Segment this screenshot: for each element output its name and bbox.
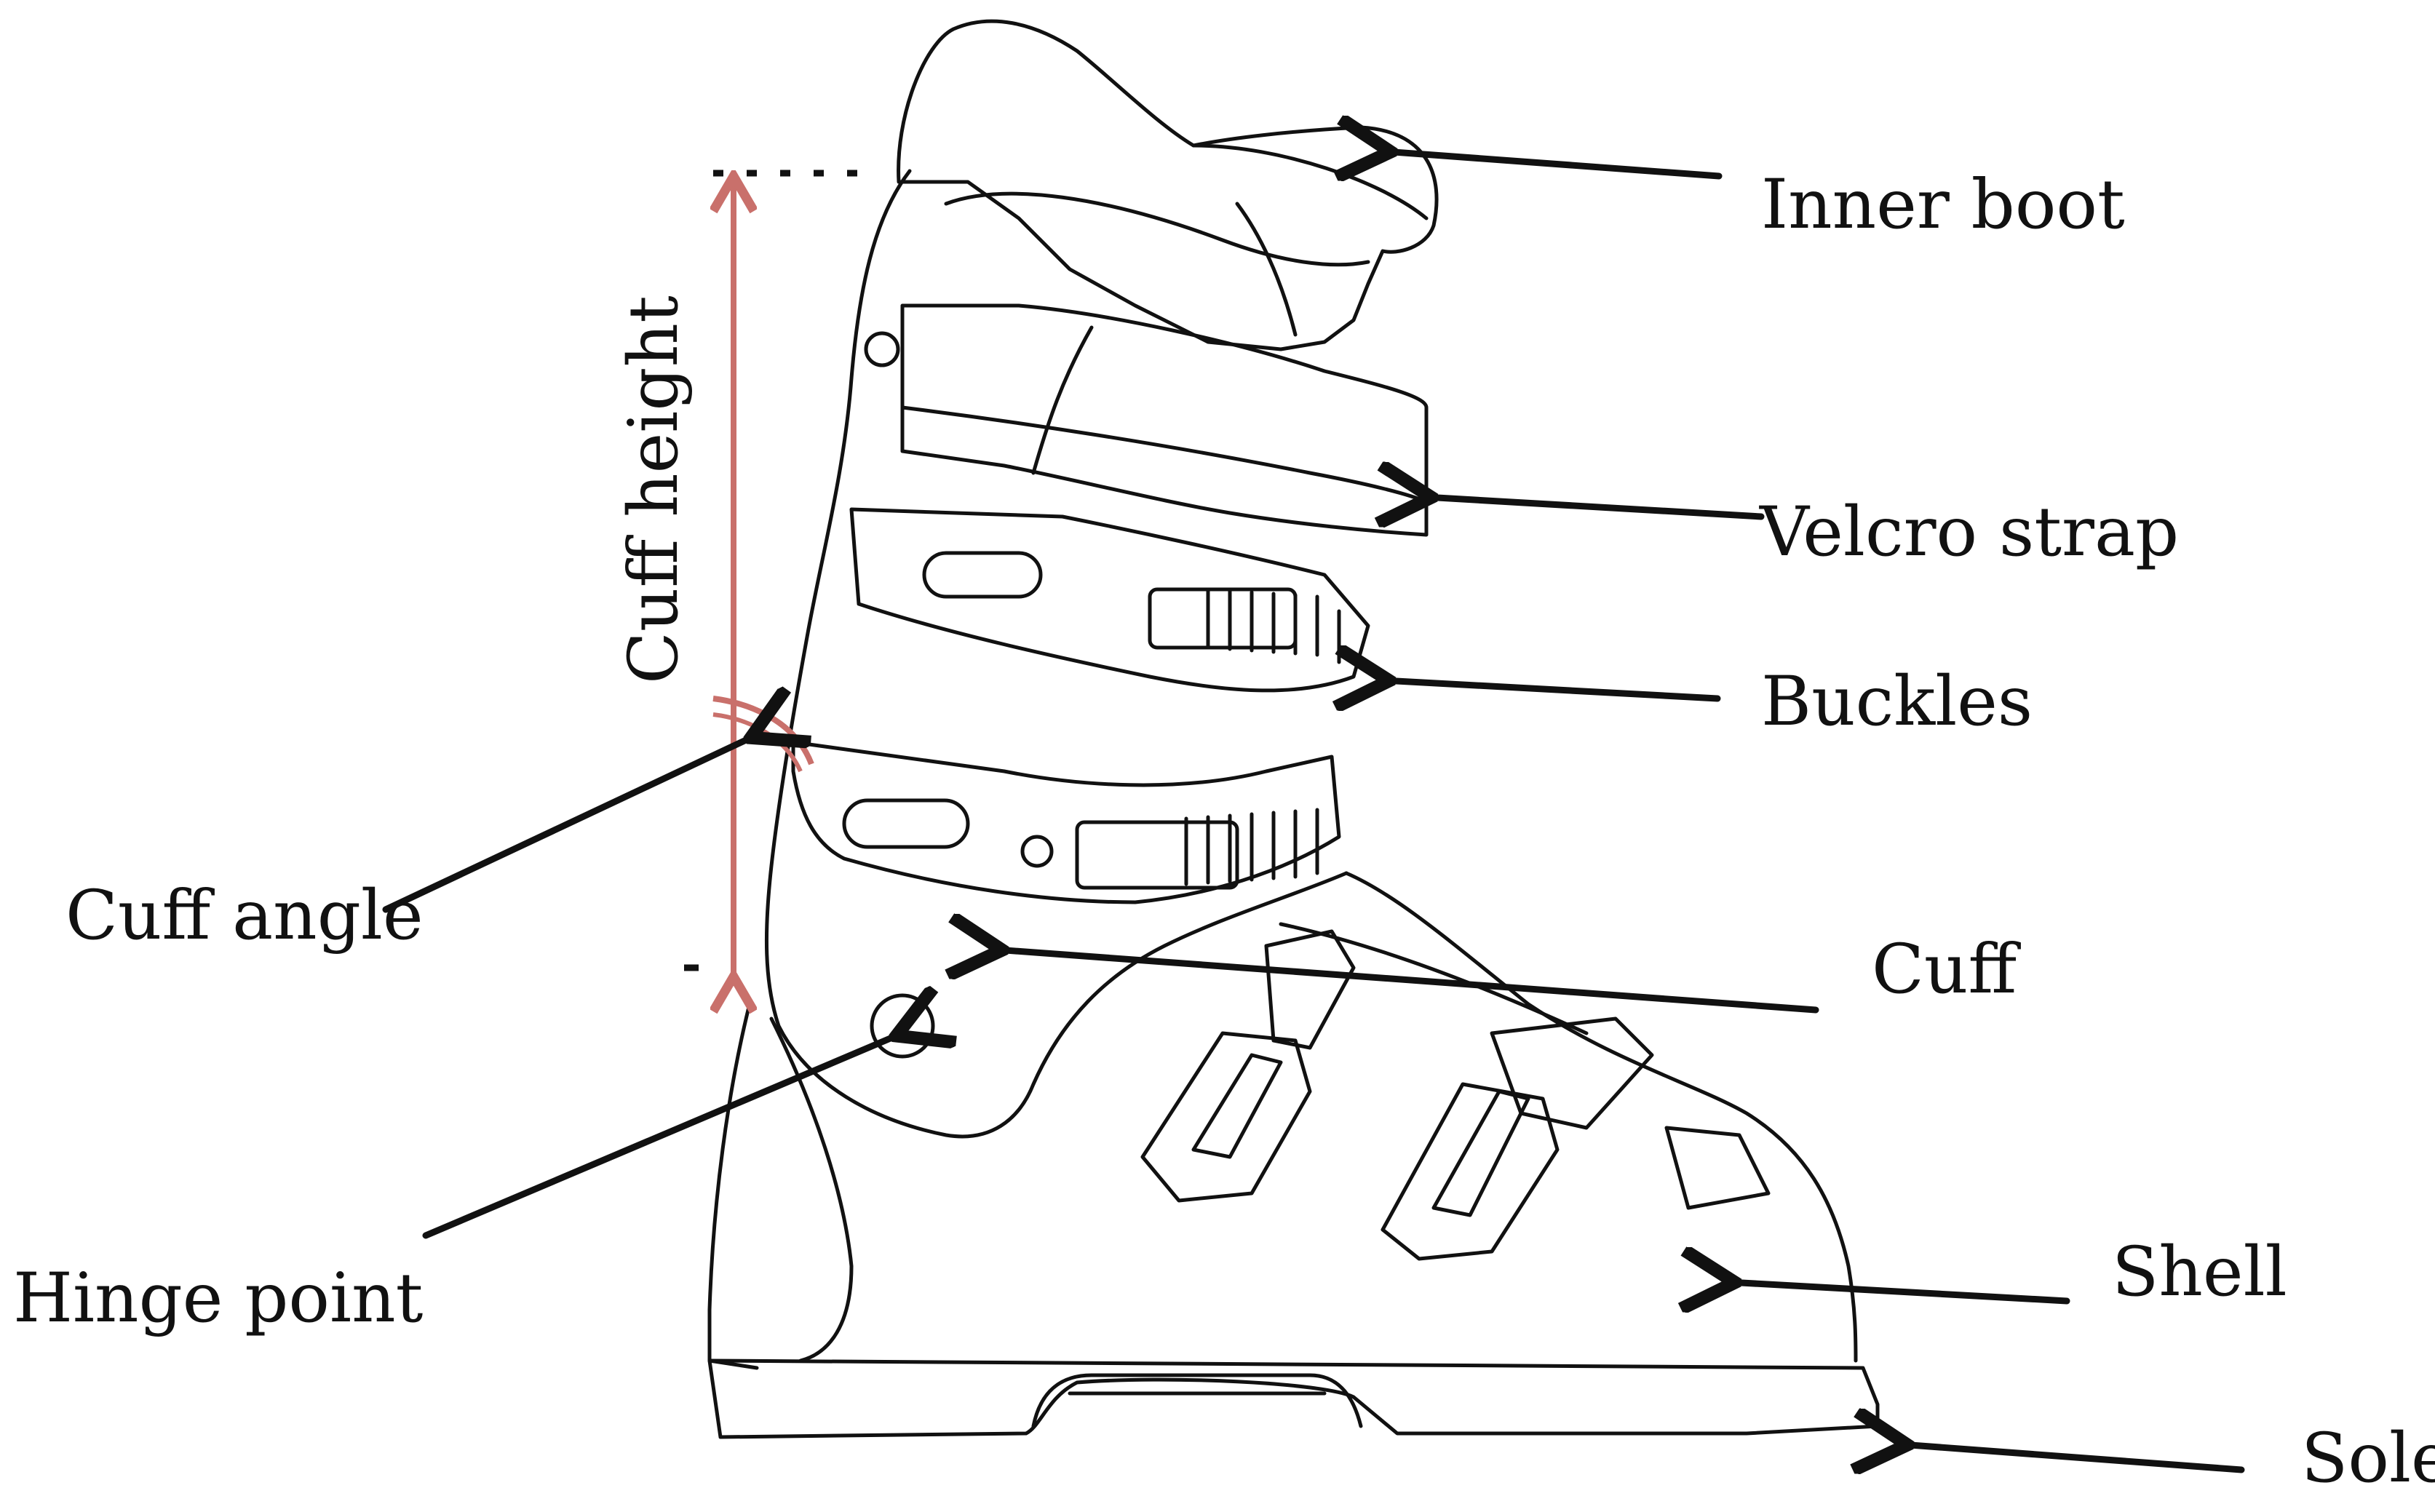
shell-buckle-1-latch xyxy=(1264,929,1356,1050)
shell-buckle-2-slot xyxy=(1431,1089,1530,1217)
inner-boot-tongue xyxy=(1191,143,1429,220)
label-velcro-strap: Velcro strap xyxy=(1760,493,2180,572)
velcro-strap-inner xyxy=(900,405,1429,504)
upper-buckle-teeth xyxy=(1206,587,1341,664)
lower-buckle-pivot xyxy=(1020,835,1054,868)
lower-buckle-teeth xyxy=(1184,808,1319,886)
arrow-cuff xyxy=(996,950,1819,1014)
lower-buckle-slot xyxy=(842,798,970,849)
label-shell: Shell xyxy=(2112,1233,2287,1312)
cuff-height-measure xyxy=(684,170,873,982)
arrow-sole xyxy=(1901,1444,2245,1470)
label-hinge-point: Hinge point xyxy=(13,1259,424,1338)
inner-boot-seam xyxy=(1235,202,1298,337)
label-cuff-height: Cuff height xyxy=(614,295,694,684)
shell-buckle-2-latch xyxy=(1490,1016,1654,1130)
velcro-strap-crease xyxy=(1031,325,1094,475)
arrow-shell xyxy=(1728,1282,2070,1301)
toe-vent xyxy=(1664,1126,1771,1210)
hinge-rivet xyxy=(870,993,935,1059)
shell-side-curve xyxy=(769,1016,854,1363)
cuff-outline xyxy=(764,169,1348,1139)
label-buckles: Buckles xyxy=(1761,662,2033,741)
label-inner-boot: Inner boot xyxy=(1761,165,2125,244)
arrow-velcro-strap xyxy=(1425,497,1765,517)
arrow-buckles xyxy=(1383,680,1721,699)
strap-rivet xyxy=(864,331,900,367)
shell-buckle-2 xyxy=(1381,1082,1560,1261)
upper-buckle-slot xyxy=(922,551,1043,599)
lower-buckle-base xyxy=(791,740,1341,904)
upper-buckle-base xyxy=(849,507,1370,693)
sole-outline xyxy=(707,1358,1880,1439)
arrow-inner-boot xyxy=(1384,151,1723,176)
arrow-hinge-point xyxy=(422,1033,902,1239)
velcro-strap-outline xyxy=(900,303,1429,537)
lower-buckle-latch xyxy=(1075,820,1239,890)
label-cuff-angle: Cuff angle xyxy=(65,876,424,955)
shell-buckle-1-slot xyxy=(1191,1053,1283,1159)
shell-outline xyxy=(707,871,1858,1370)
inner-boot-fold xyxy=(944,191,1370,267)
sole-heel-block xyxy=(1031,1373,1363,1428)
label-sole: Sole xyxy=(2301,1419,2435,1498)
shell-buckle-1 xyxy=(1140,1031,1312,1203)
inner-boot-outline xyxy=(897,19,1439,351)
buckle-wire xyxy=(1279,922,1589,1035)
arrow-cuff-angle xyxy=(382,735,757,913)
label-cuff: Cuff xyxy=(1872,930,2017,1009)
